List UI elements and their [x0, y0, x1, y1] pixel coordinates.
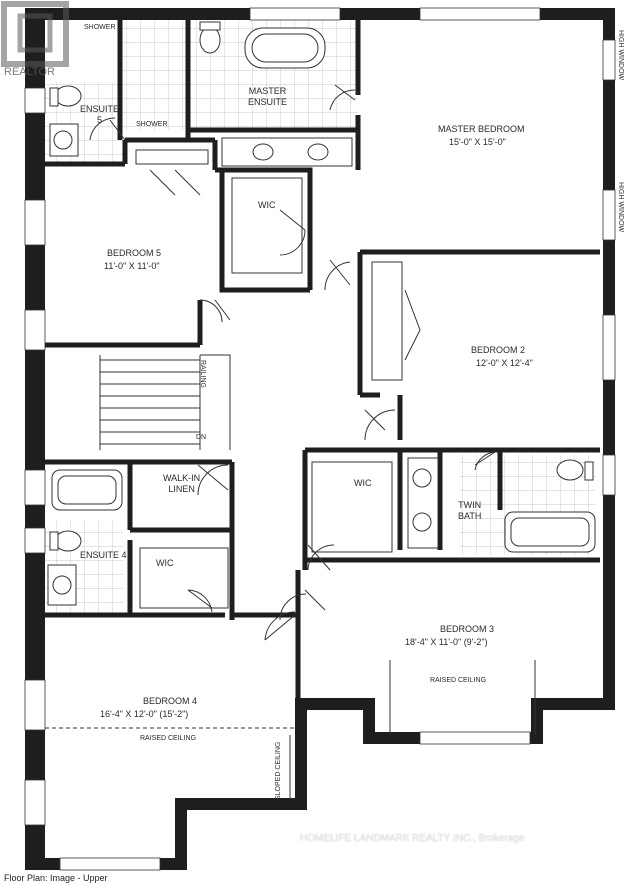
bedroom-5-name: BEDROOM 5 — [107, 248, 162, 258]
bedroom-3-note: RAISED CEILING — [430, 677, 487, 684]
sloped-ceiling-label: SLOPED CEILING — [275, 741, 282, 800]
railing-label: RAILING — [199, 360, 206, 389]
master-ensuite-label: MASTER ENSUITE — [248, 86, 288, 108]
wic-top-label: WIC — [258, 200, 276, 210]
high-window-top-label: HIGH WINDOW — [617, 30, 624, 81]
bedroom-2-name: BEDROOM 2 — [471, 345, 526, 355]
shower-top-label: SHOWER — [84, 24, 116, 31]
bedroom-2-dims: 12'-0" X 12'-4" — [476, 358, 533, 368]
realtor-logo: REALTOR — [0, 0, 70, 82]
ensuite-5-label: ENSUITE 5 — [80, 104, 120, 126]
fixtures — [47, 21, 596, 606]
realtor-logo-mark — [1, 1, 69, 67]
master-bedroom-dims: 15'-0" X 15'-0" — [449, 137, 506, 147]
walk-in-linen-label: WALK-IN LINEN — [163, 473, 201, 495]
windows — [24, 7, 616, 871]
bedroom-5-dims: 11'-0" X 11'-0" — [104, 261, 160, 271]
ensuite-4-label: ENSUITE 4 — [80, 550, 127, 560]
bedroom-4-dims: 16'-4" X 12'-0" (15'-2") — [100, 709, 189, 719]
bedroom-4-name: BEDROOM 4 — [143, 696, 198, 706]
dn-label: DN — [196, 434, 207, 441]
doors — [89, 84, 498, 641]
closet-lines — [45, 149, 536, 800]
bedroom-3-name: BEDROOM 3 — [440, 624, 495, 634]
bedroom-4-note: RAISED CEILING — [140, 735, 197, 742]
realtor-logo-text: REALTOR — [4, 66, 55, 78]
bedroom-3-dims: 18'-4" X 11'-0" (9'-2") — [405, 637, 488, 647]
interior-walls — [45, 18, 600, 700]
twin-bath-label: TWIN BATH — [458, 500, 482, 522]
master-bedroom-name: MASTER BEDROOM — [438, 124, 525, 134]
floor-plan-caption: Floor Plan: Image - Upper — [4, 873, 108, 883]
wic-left-label: WIC — [156, 558, 174, 568]
brokerage-watermark: HOMELIFE LANDMARK REALTY INC., Brokerage — [300, 833, 525, 844]
wic-mid-label: WIC — [354, 478, 372, 488]
shower-mid-label: SHOWER — [136, 121, 168, 128]
high-window-mid-label: HIGH WINDOW — [617, 182, 624, 233]
